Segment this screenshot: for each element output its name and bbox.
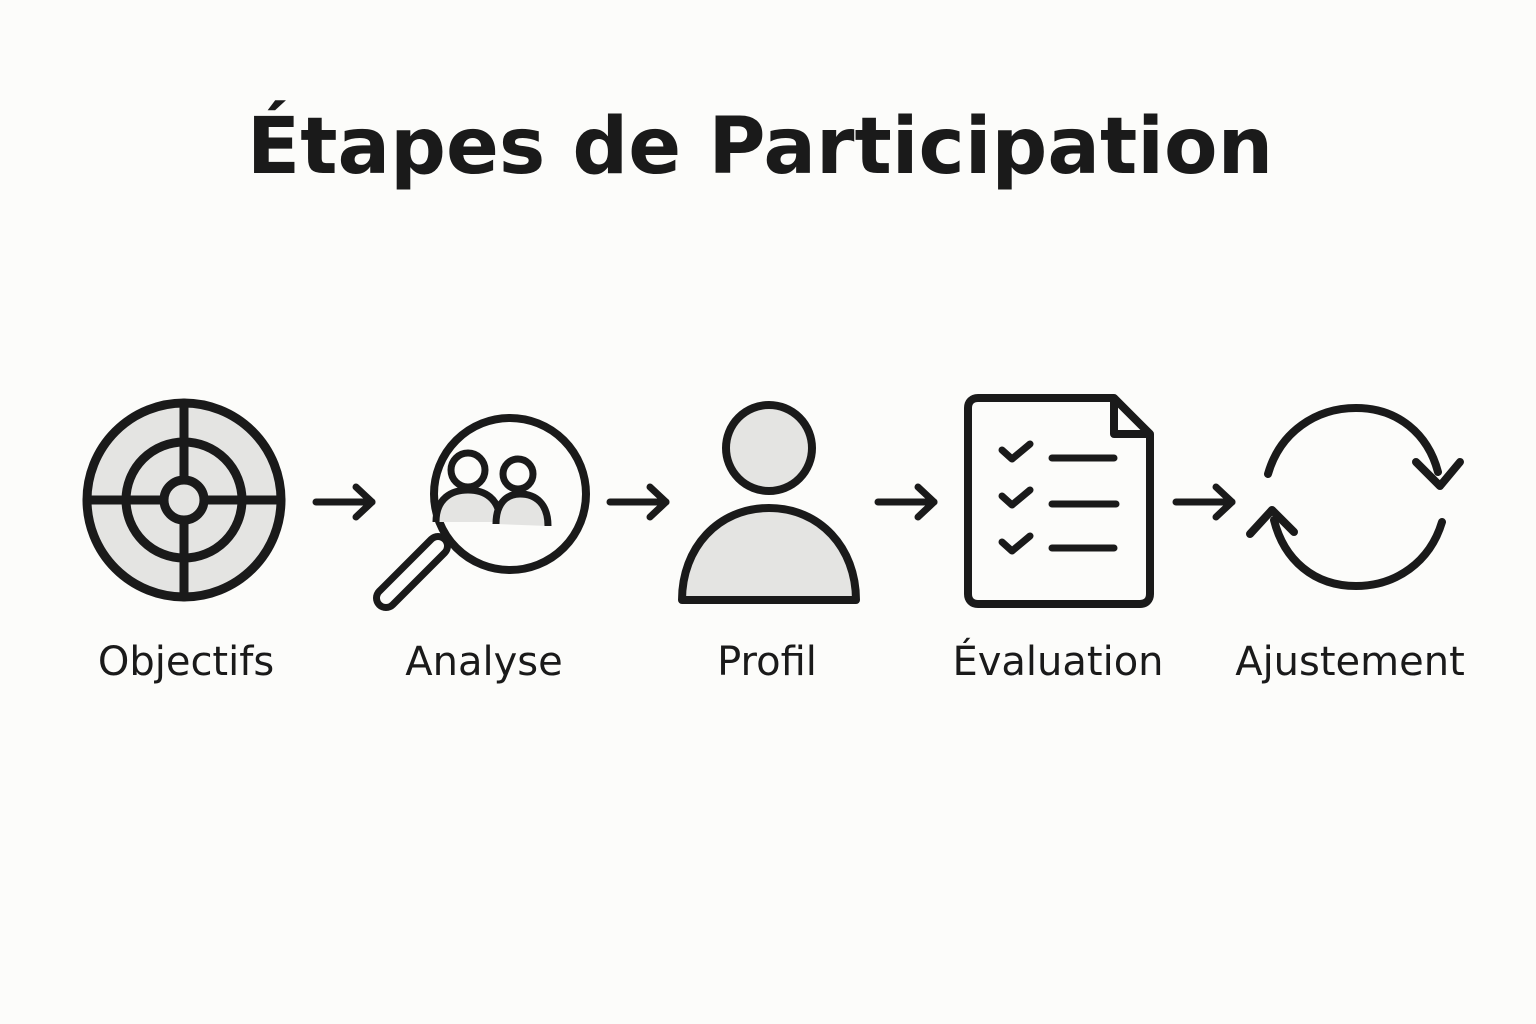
step-label-ajustement: Ajustement	[1235, 639, 1465, 685]
arrow-right-icon	[606, 483, 670, 521]
refresh-cycle-icon	[1246, 403, 1464, 591]
step-label-analyse: Analyse	[405, 639, 563, 685]
page-title: Étapes de Participation	[246, 102, 1274, 192]
step-label-profil: Profil	[717, 639, 817, 685]
step-label-evaluation: Évaluation	[952, 639, 1164, 685]
arrow-right-icon	[312, 483, 376, 521]
arrow-right-icon	[874, 483, 938, 521]
arrow-right-icon	[1172, 483, 1236, 521]
magnifier-people-icon	[373, 414, 590, 611]
person-icon	[678, 401, 860, 604]
target-icon	[82, 398, 286, 602]
checklist-icon	[964, 394, 1154, 608]
step-label-objectifs: Objectifs	[97, 639, 275, 685]
